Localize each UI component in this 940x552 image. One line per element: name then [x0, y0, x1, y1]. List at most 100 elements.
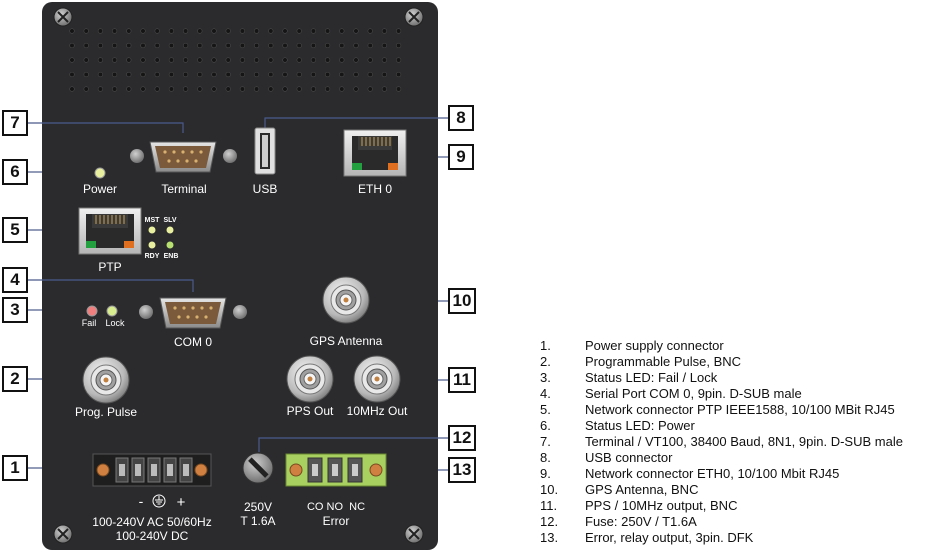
slv-label: SLV [163, 217, 176, 224]
callout-2: 2 [2, 366, 28, 392]
vent-hole [396, 57, 402, 63]
vent-hole [154, 57, 160, 63]
legend-row: 5.Network connector PTP IEEE1588, 10/100… [540, 402, 940, 418]
vent-hole [183, 57, 189, 63]
vent-hole [239, 28, 245, 34]
legend-number: 9. [540, 466, 551, 481]
vent-hole [69, 28, 75, 34]
vent-hole [339, 28, 345, 34]
vent-hole [254, 42, 260, 49]
vent-hole [339, 57, 345, 63]
vent-hole [69, 42, 75, 49]
vent-hole [97, 28, 103, 34]
usb-port[interactable] [254, 127, 276, 175]
legend-text: USB connector [585, 450, 673, 465]
terminal-dsub-connector[interactable] [130, 141, 237, 173]
gps-antenna-bnc[interactable] [322, 276, 370, 324]
power-led [94, 167, 106, 179]
legend-text: Programmable Pulse, BNC [585, 354, 742, 369]
vent-hole [126, 28, 132, 34]
lock-led [106, 305, 118, 317]
vent-hole [126, 42, 132, 49]
vent-hole [211, 86, 217, 92]
pps-out-label: PPS Out [287, 404, 334, 418]
mst-label: MST [145, 217, 161, 224]
error-label: Error [323, 514, 350, 528]
ptp-status-leds [148, 226, 174, 249]
vent-hole [168, 57, 174, 63]
power-label: Power [83, 182, 117, 196]
legend-row: 3.Status LED: Fail / Lock [540, 370, 940, 386]
lock-label: Lock [105, 318, 125, 328]
vent-hole [97, 57, 103, 63]
vent-hole [225, 71, 231, 78]
vent-hole [396, 86, 402, 92]
legend-number: 7. [540, 434, 551, 449]
vent-hole [140, 57, 146, 63]
legend-row: 12.Fuse: 250V / T1.6A [540, 514, 940, 530]
legend-row: 2. Programmable Pulse, BNC [540, 354, 940, 370]
callout-1: 1 [2, 455, 28, 481]
legend-text: Terminal / VT100, 38400 Baud, 8N1, 9pin.… [585, 434, 903, 449]
callout-12: 12 [448, 425, 476, 451]
vent-hole [239, 42, 245, 49]
legend-number: 1. [540, 338, 551, 353]
pps-out-bnc[interactable] [286, 355, 334, 403]
vent-hole [339, 86, 345, 92]
vent-hole [140, 28, 146, 34]
vent-hole [211, 28, 217, 34]
vent-hole [282, 86, 288, 92]
vent-hole [83, 42, 89, 49]
vent-hole [310, 42, 317, 49]
callout-11: 11 [448, 367, 476, 393]
vent-hole [254, 86, 260, 92]
error-relay-connector[interactable] [285, 453, 387, 487]
vent-hole [254, 57, 260, 63]
minus-label: - [139, 493, 144, 509]
callout-9: 9 [448, 144, 474, 170]
vent-hole [268, 71, 274, 78]
fuse-holder[interactable] [242, 452, 274, 484]
usb-label: USB [253, 182, 278, 196]
vent-hole [154, 86, 160, 92]
fuse-voltage-label: 250V [244, 500, 272, 514]
callout-13: 13 [448, 457, 476, 483]
vent-hole [310, 71, 317, 78]
vent-hole [211, 42, 217, 49]
vent-hole [239, 57, 245, 63]
vent-hole [353, 86, 359, 92]
vent-hole [197, 28, 203, 34]
ptp-rj45-port[interactable] [78, 207, 142, 255]
panel-body [42, 2, 438, 550]
prog-pulse-bnc[interactable] [82, 356, 130, 404]
vent-hole [282, 42, 288, 49]
fail-label: Fail [82, 318, 97, 328]
callout-6: 6 [2, 159, 28, 185]
vent-hole [381, 71, 388, 78]
vent-hole [367, 28, 373, 34]
legend-row: 6.Status LED: Power [540, 418, 940, 434]
vent-hole [381, 86, 388, 92]
ptp-label: PTP [98, 260, 121, 274]
vent-hole [325, 71, 331, 78]
10mhz-out-label: 10MHz Out [347, 404, 408, 418]
vent-hole [381, 57, 388, 63]
vent-hole [296, 71, 302, 78]
10mhz-out-bnc[interactable] [353, 355, 401, 403]
vent-hole [325, 42, 331, 49]
vent-hole [282, 57, 288, 63]
power-supply-connector[interactable] [92, 453, 212, 487]
com0-label: COM 0 [174, 335, 212, 349]
vent-hole [353, 57, 359, 63]
com0-dsub-connector[interactable] [139, 297, 247, 329]
vent-hole [325, 28, 331, 34]
vent-hole [268, 28, 274, 34]
legend-number: 2. [540, 354, 551, 369]
vent-hole [296, 57, 302, 63]
callout-8: 8 [448, 105, 474, 131]
vent-hole [97, 71, 103, 78]
vent-hole [339, 71, 345, 78]
eth0-rj45-port[interactable] [343, 129, 407, 177]
